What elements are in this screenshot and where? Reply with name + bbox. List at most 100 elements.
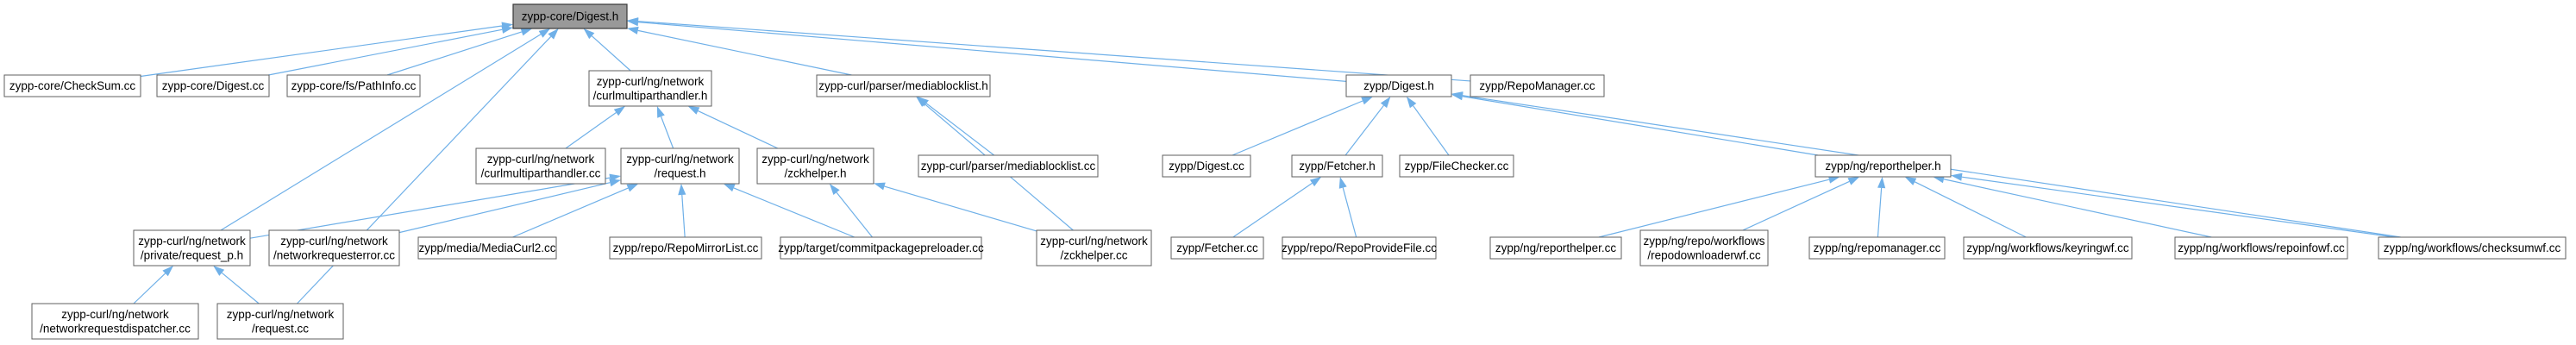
- graph-edge-zypp_digest_cc-to-zypp_digest_h: [1232, 97, 1374, 156]
- graph-node-fetcher_h[interactable]: zypp/Fetcher.h: [1291, 154, 1383, 178]
- graph-edge-checksumwf_cc-to-reporthelper_h: [1951, 172, 2395, 238]
- graph-edge-zypp_digest_h-to-digest_h_root: [627, 18, 1347, 82]
- edge-line: [512, 187, 629, 238]
- graph-node-zckhelper_cc[interactable]: zypp-curl/ng/network/zckhelper.cc: [1036, 229, 1152, 267]
- edge-arrowhead-icon: [678, 184, 686, 196]
- node-box[interactable]: [1291, 154, 1383, 178]
- node-label: zypp-curl/ng/network: [227, 308, 335, 321]
- graph-node-reporthelper_cc[interactable]: zypp/ng/reporthelper.cc: [1489, 236, 1622, 260]
- graph-node-zckhelper_h[interactable]: zypp-curl/ng/network/zckhelper.h: [756, 147, 874, 185]
- graph-node-core_digest_cc[interactable]: zypp-core/Digest.cc: [156, 74, 270, 97]
- node-box[interactable]: [756, 147, 874, 185]
- graph-node-digest_h_root[interactable]: zypp-core/Digest.h: [512, 3, 628, 29]
- graph-node-commitpackagepreloader_cc[interactable]: zypp/target/commitpackagepreloader.cc: [778, 236, 984, 260]
- graph-edge-fetcher_cc-to-fetcher_h: [1232, 177, 1322, 238]
- node-label: /networkrequestdispatcher.cc: [40, 323, 191, 336]
- node-box[interactable]: [1814, 154, 1952, 178]
- node-box[interactable]: [1963, 236, 2133, 260]
- node-box[interactable]: [1170, 236, 1264, 260]
- node-box[interactable]: [475, 147, 606, 185]
- edge-arrowhead-icon: [627, 26, 639, 34]
- node-label: zypp/RepoManager.cc: [1479, 79, 1595, 92]
- edge-line: [1342, 187, 1357, 238]
- node-label: zypp-core/Digest.cc: [162, 79, 265, 92]
- node-box[interactable]: [286, 74, 421, 97]
- edge-arrowhead-icon: [548, 28, 559, 40]
- node-box[interactable]: [588, 70, 712, 107]
- graph-node-curlmultiparthandler_h[interactable]: zypp-curl/ng/network/curlmultiparthandle…: [588, 70, 712, 107]
- graph-node-zypp_digest_cc[interactable]: zypp/Digest.cc: [1162, 154, 1251, 178]
- graph-edge-networkrequestdispatcher_cc-to-request_p_h: [133, 266, 174, 304]
- graph-node-reporthelper_h[interactable]: zypp/ng/reporthelper.h: [1814, 154, 1952, 178]
- graph-edge-curlmultiparthandler_h-to-digest_h_root: [583, 28, 631, 72]
- node-label: /curlmultiparthandler.cc: [481, 167, 601, 180]
- graph-node-checksum_cc[interactable]: zypp-core/CheckSum.cc: [3, 74, 141, 97]
- node-box[interactable]: [609, 236, 762, 260]
- graph-node-ng_repomanager_cc[interactable]: zypp/ng/repomanager.cc: [1808, 236, 1946, 260]
- node-box[interactable]: [780, 236, 982, 260]
- graph-node-request_h[interactable]: zypp-curl/ng/network/request.h: [620, 147, 740, 185]
- edge-arrowhead-icon: [1338, 177, 1347, 189]
- node-box[interactable]: [1282, 236, 1437, 260]
- node-box[interactable]: [268, 229, 400, 267]
- node-box[interactable]: [816, 74, 991, 97]
- node-box[interactable]: [216, 303, 344, 340]
- node-box[interactable]: [1162, 154, 1251, 178]
- graph-node-checksumwf_cc[interactable]: zypp/ng/workflows/checksumwf.cc: [2378, 236, 2567, 260]
- edge-line: [698, 110, 779, 149]
- graph-node-zypp_digest_h[interactable]: zypp/Digest.h: [1345, 74, 1452, 97]
- edge-line: [1915, 181, 2027, 238]
- graph-node-repoinfowf_cc[interactable]: zypp/ng/workflows/repoinfowf.cc: [2174, 236, 2348, 260]
- node-label: zypp-core/Digest.h: [522, 10, 619, 23]
- edge-line: [1742, 180, 1850, 231]
- node-box[interactable]: [1808, 236, 1946, 260]
- graph-node-keyringwf_cc[interactable]: zypp/ng/workflows/keyringwf.cc: [1963, 236, 2133, 260]
- edge-arrowhead-icon: [687, 106, 700, 115]
- node-box[interactable]: [133, 229, 251, 267]
- node-box[interactable]: [2378, 236, 2567, 260]
- graph-node-fetcher_cc[interactable]: zypp/Fetcher.cc: [1170, 236, 1264, 260]
- graph-node-networkrequestdispatcher_cc[interactable]: zypp-curl/ng/network/networkrequestdispa…: [31, 303, 199, 340]
- graph-node-networkrequesterror_cc[interactable]: zypp-curl/ng/network/networkrequesterror…: [268, 229, 400, 267]
- node-box[interactable]: [918, 154, 1099, 178]
- node-label: /curlmultiparthandler.h: [593, 90, 708, 103]
- graph-node-curlmultiparthandler_cc[interactable]: zypp-curl/ng/network/curlmultiparthandle…: [475, 147, 606, 185]
- node-box[interactable]: [620, 147, 740, 185]
- node-label: zypp/media/MediaCurl2.cc: [418, 242, 555, 254]
- graph-node-request_cc[interactable]: zypp-curl/ng/network/request.cc: [216, 303, 344, 340]
- graph-node-request_p_h[interactable]: zypp-curl/ng/network/private/request_p.h: [133, 229, 251, 267]
- node-box[interactable]: [1489, 236, 1622, 260]
- node-label: /repodownloaderwf.cc: [1647, 249, 1761, 262]
- node-box[interactable]: [1036, 229, 1152, 267]
- graph-edge-curlmultiparthandler_cc-to-curlmultiparthandler_h: [565, 106, 626, 149]
- graph-node-mediablocklist_cc[interactable]: zypp-curl/parser/mediablocklist.cc: [918, 154, 1099, 178]
- node-box[interactable]: [2174, 236, 2348, 260]
- graph-node-zypp_repomanager_cc[interactable]: zypp/RepoManager.cc: [1470, 74, 1605, 97]
- edge-arrowhead-icon: [1309, 177, 1322, 187]
- graph-node-mediablocklist_h[interactable]: zypp-curl/parser/mediablocklist.h: [816, 74, 991, 97]
- graph-edge-mediablocklist_cc-to-mediablocklist_h: [917, 97, 995, 156]
- node-box[interactable]: [156, 74, 270, 97]
- node-label: zypp-curl/parser/mediablocklist.cc: [921, 160, 1096, 172]
- graph-node-repodownloaderwf_cc[interactable]: zypp/ng/repo/workflows/repodownloaderwf.…: [1639, 229, 1769, 267]
- edge-line: [637, 22, 1347, 82]
- graph-node-filechecker_cc[interactable]: zypp/FileChecker.cc: [1399, 154, 1514, 178]
- edge-line: [1344, 104, 1384, 156]
- node-box[interactable]: [417, 236, 557, 260]
- graph-node-mediacurl2_cc[interactable]: zypp/media/MediaCurl2.cc: [417, 236, 557, 260]
- node-box[interactable]: [1470, 74, 1605, 97]
- node-box[interactable]: [1399, 154, 1514, 178]
- edge-arrowhead-icon: [609, 179, 621, 187]
- graph-node-repomirrorlist_cc[interactable]: zypp/repo/RepoMirrorList.cc: [609, 236, 762, 260]
- graph-edge-keyringwf_cc-to-reporthelper_h: [1904, 177, 2027, 238]
- node-box[interactable]: [3, 74, 141, 97]
- edge-line: [925, 103, 995, 156]
- graph-node-pathinfo_cc[interactable]: zypp-core/fs/PathInfo.cc: [286, 74, 421, 97]
- node-box[interactable]: [1345, 74, 1452, 97]
- graph-node-repoprovidefile_cc[interactable]: zypp/repo/RepoProvideFile.cc: [1282, 236, 1437, 260]
- node-box[interactable]: [1639, 229, 1769, 267]
- graph-edge-pathinfo_cc-to-digest_h_root: [386, 28, 533, 76]
- node-box[interactable]: [31, 303, 199, 340]
- root-node-box[interactable]: [512, 3, 628, 29]
- edge-arrowhead-icon: [520, 28, 533, 36]
